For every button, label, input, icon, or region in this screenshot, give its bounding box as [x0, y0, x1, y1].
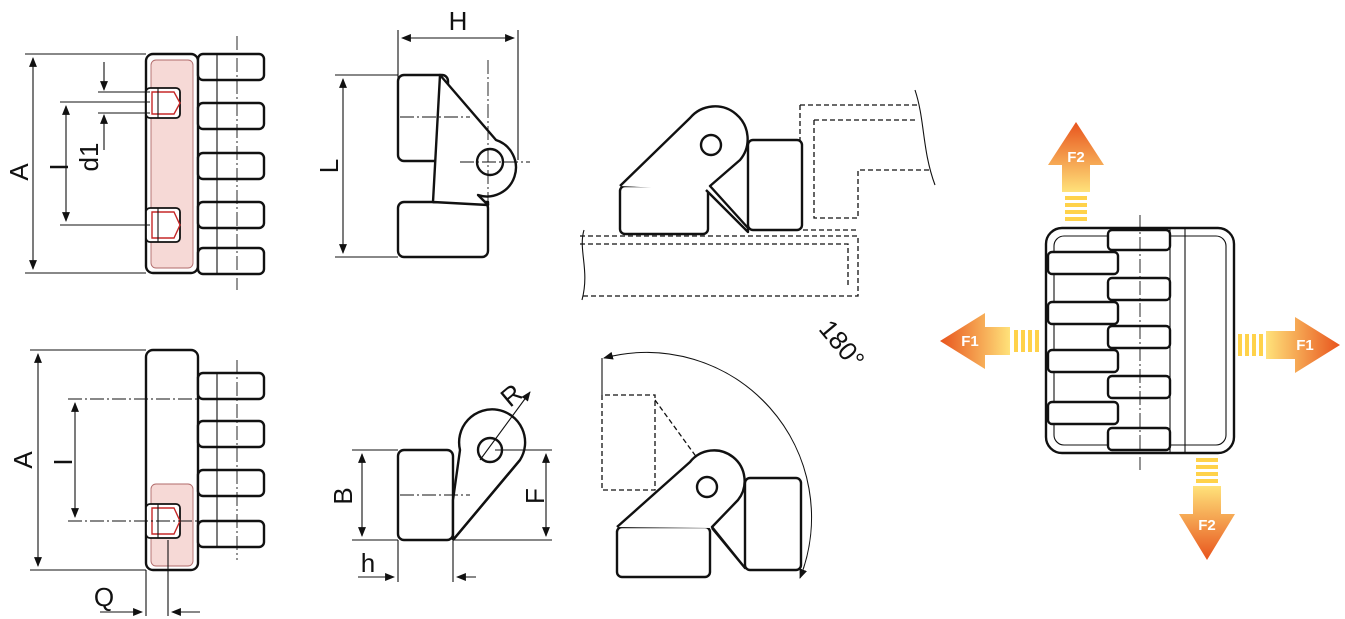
side-view-top: H L: [314, 6, 530, 259]
force-arrow-f1-left: F1: [940, 313, 1039, 369]
dim-label-Q: Q: [94, 582, 114, 612]
force-label-f1-right: F1: [1296, 337, 1314, 354]
dim-label-L: L: [314, 159, 344, 173]
front-view-top: A I d1: [4, 36, 266, 290]
rotation-view: 180°: [601, 314, 871, 579]
side-view-bottom: R B F h: [328, 378, 552, 582]
dim-label-I-bottom: I: [48, 458, 78, 465]
mounted-view: [580, 89, 936, 301]
knuckle-fingers: [1046, 228, 1172, 452]
dim-label-d1: d1: [74, 143, 104, 172]
dim-label-A-top: A: [4, 163, 34, 181]
dim-label-H: H: [449, 6, 468, 36]
dim-label-R: R: [495, 378, 529, 413]
rotation-angle-label: 180°: [813, 314, 871, 374]
force-diagram: F2 F2 F1 F1: [940, 122, 1340, 560]
dim-label-A-bottom: A: [8, 451, 38, 469]
dim-label-B: B: [328, 487, 358, 504]
force-arrow-f1-right: F1: [1238, 317, 1340, 373]
dim-label-F: F: [520, 488, 550, 504]
force-label-f2-down: F2: [1198, 517, 1216, 534]
force-label-f1-left: F1: [961, 333, 979, 350]
force-label-f2-up: F2: [1067, 149, 1085, 166]
force-arrow-f2-up: F2: [1048, 122, 1104, 221]
dim-label-I-top: I: [44, 163, 74, 170]
front-view-bottom: A I Q: [8, 348, 266, 616]
dim-label-h: h: [361, 548, 375, 578]
force-arrow-f2-down: F2: [1179, 458, 1235, 560]
